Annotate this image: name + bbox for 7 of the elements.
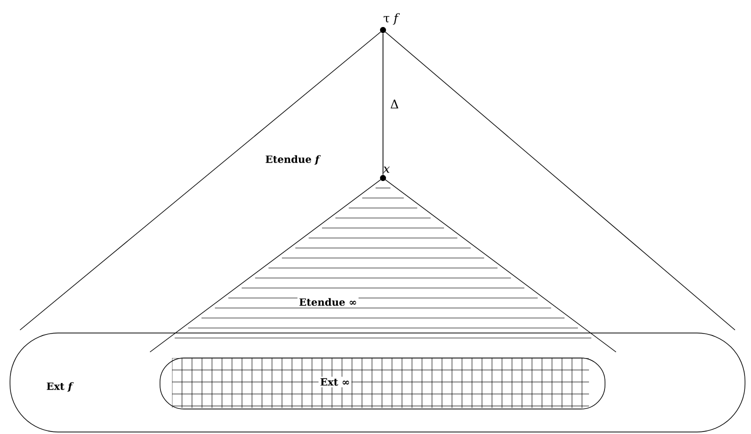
line: [382, 32, 384, 176]
point-label: x: [383, 166, 390, 173]
edge-label: Δ: [389, 98, 400, 110]
point-label: τ f: [384, 13, 400, 25]
hatched-cone: Etendue ∞: [150, 178, 616, 352]
grid-band: Ext ∞: [160, 358, 606, 410]
node-label: Etendue ∞: [299, 298, 356, 306]
